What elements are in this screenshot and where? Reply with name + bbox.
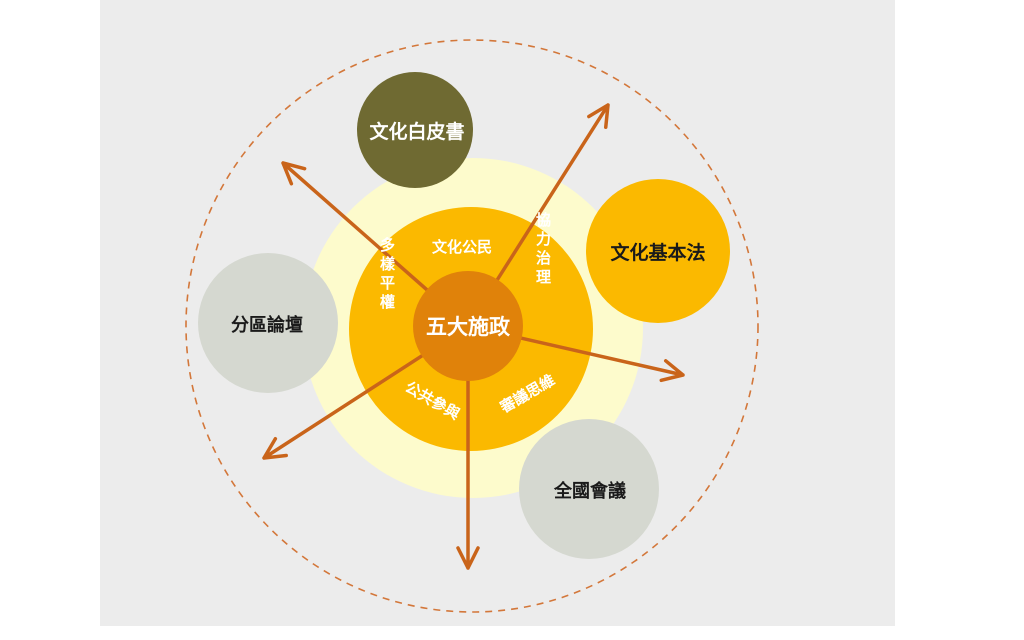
ring-label-right: 協力治理	[534, 211, 552, 288]
ring-label-left: 多樣平權	[378, 236, 396, 313]
satellite-label-conference: 全國會議	[553, 480, 626, 502]
satellite-label-white-paper: 文化白皮書	[369, 120, 464, 143]
satellite-label-forum: 分區論壇	[231, 314, 303, 336]
satellite-conference	[519, 419, 659, 559]
outer-dashed-circle	[185, 39, 759, 613]
satellite-label-basic-law: 文化基本法	[610, 241, 705, 264]
ring-label-top: 文化公民	[432, 238, 492, 256]
satellite-white-paper	[357, 72, 473, 188]
center-circle	[413, 271, 523, 381]
satellite-basic-law	[586, 179, 730, 323]
satellite-forum	[198, 253, 338, 393]
center-label: 五大施政	[426, 315, 511, 339]
